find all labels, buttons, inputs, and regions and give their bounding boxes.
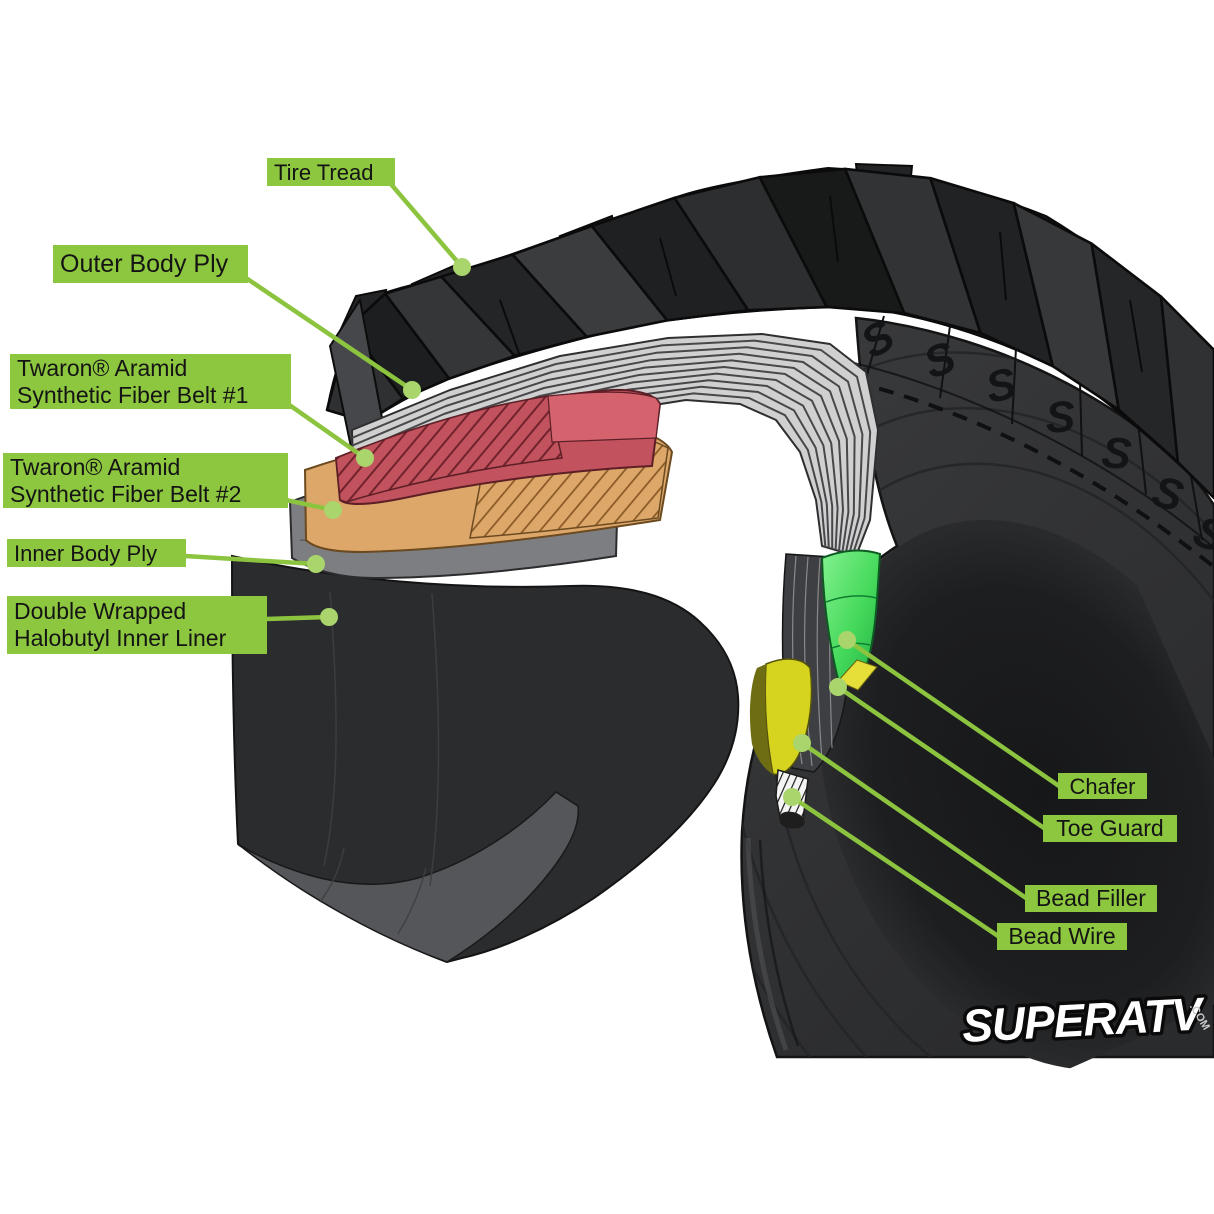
- dot-tire-tread: [453, 258, 471, 276]
- callout-bead-wire: Bead Wire: [997, 923, 1127, 950]
- callout-inner-liner: Double Wrapped Halobutyl Inner Liner: [7, 596, 267, 654]
- callout-label: Chafer: [1069, 773, 1136, 799]
- dot-bead-wire: [783, 788, 801, 806]
- superatv-logo: SuperATV .COM: [957, 984, 1212, 1056]
- liner-seams: [319, 591, 440, 935]
- callout-label: Bead Filler: [1036, 885, 1146, 911]
- callout-label: Toe Guard: [1056, 815, 1164, 841]
- outer-ply-cord-line: [352, 352, 856, 554]
- callout-belt-2: Twaron® Aramid Synthetic Fiber Belt #2: [3, 453, 288, 508]
- s-lug-glyph: S: [1044, 392, 1076, 442]
- leader-toe-guard: [835, 684, 1047, 831]
- belt1-top-face: [547, 391, 661, 443]
- toe-guard-strip: [837, 659, 878, 691]
- callout-label: Twaron® Aramid: [10, 453, 181, 480]
- dot-bead-filler: [793, 734, 811, 752]
- bead-wire-end-cap: [779, 811, 805, 829]
- tire-inner-opening: [819, 519, 1214, 1071]
- callout-toe-guard: Toe Guard: [1043, 815, 1177, 842]
- leader-inner-body-ply: [182, 553, 319, 567]
- superatv-logo-text: SuperATV: [961, 987, 1207, 1052]
- inner-liner-underside: [237, 791, 580, 963]
- callout-inner-body-ply: Inner Body Ply: [7, 539, 186, 567]
- leader-outer-body-ply: [243, 275, 415, 393]
- bead-filler-dark-face: [749, 664, 773, 774]
- dot-chafer: [838, 631, 856, 649]
- callout-bead-filler: Bead Filler: [1025, 885, 1157, 912]
- leader-belt-1: [285, 401, 368, 461]
- dot-toe-guard: [829, 678, 847, 696]
- outer-ply-cord-line: [352, 346, 864, 555]
- bead-edge-highlight: [745, 837, 789, 1051]
- dot-inner-body-ply: [307, 555, 325, 573]
- dot-belt-2: [324, 501, 342, 519]
- outer-ply-cord-line: [351, 339, 872, 556]
- callout-chafer: Chafer: [1058, 773, 1147, 799]
- leader-inner-liner: [263, 614, 332, 622]
- leader-chafer: [844, 637, 1062, 789]
- s-lug-glyph: S: [1099, 428, 1133, 480]
- shoulder-dashed-band: [853, 380, 1214, 569]
- leader-dots: [307, 258, 856, 806]
- outer-ply-cord-line: [352, 359, 850, 553]
- tread-lug: [1159, 295, 1214, 500]
- callout-label: Inner Body Ply: [14, 540, 158, 566]
- callout-label: Bead Wire: [1008, 923, 1116, 949]
- dot-outer-body-ply: [403, 381, 421, 399]
- callout-label: Synthetic Fiber Belt #1: [17, 381, 249, 408]
- callout-label: Twaron® Aramid: [17, 354, 188, 381]
- callout-belt-1: Twaron® Aramid Synthetic Fiber Belt #1: [10, 354, 291, 409]
- shoulder-line: [849, 361, 1214, 549]
- leader-bead-filler: [799, 740, 1029, 901]
- leader-bead-wire: [789, 794, 1001, 939]
- callout-label: Tire Tread: [274, 159, 374, 185]
- callout-label: Halobutyl Inner Liner: [14, 625, 227, 651]
- belt1-hatched-part: [335, 395, 563, 503]
- callout-label: Synthetic Fiber Belt #2: [10, 480, 242, 507]
- leader-tire-tread: [387, 180, 465, 270]
- dot-belt-1: [356, 449, 374, 467]
- callout-outer-body-ply: Outer Body Ply: [53, 245, 248, 283]
- bead-edge-line: [758, 839, 800, 1047]
- dot-inner-liner: [320, 608, 338, 626]
- callout-tire-tread: Tire Tread: [267, 158, 395, 186]
- shoulder-block-lines: [865, 315, 1203, 541]
- callout-label: Outer Body Ply: [60, 249, 229, 278]
- callout-label: Double Wrapped: [14, 598, 187, 624]
